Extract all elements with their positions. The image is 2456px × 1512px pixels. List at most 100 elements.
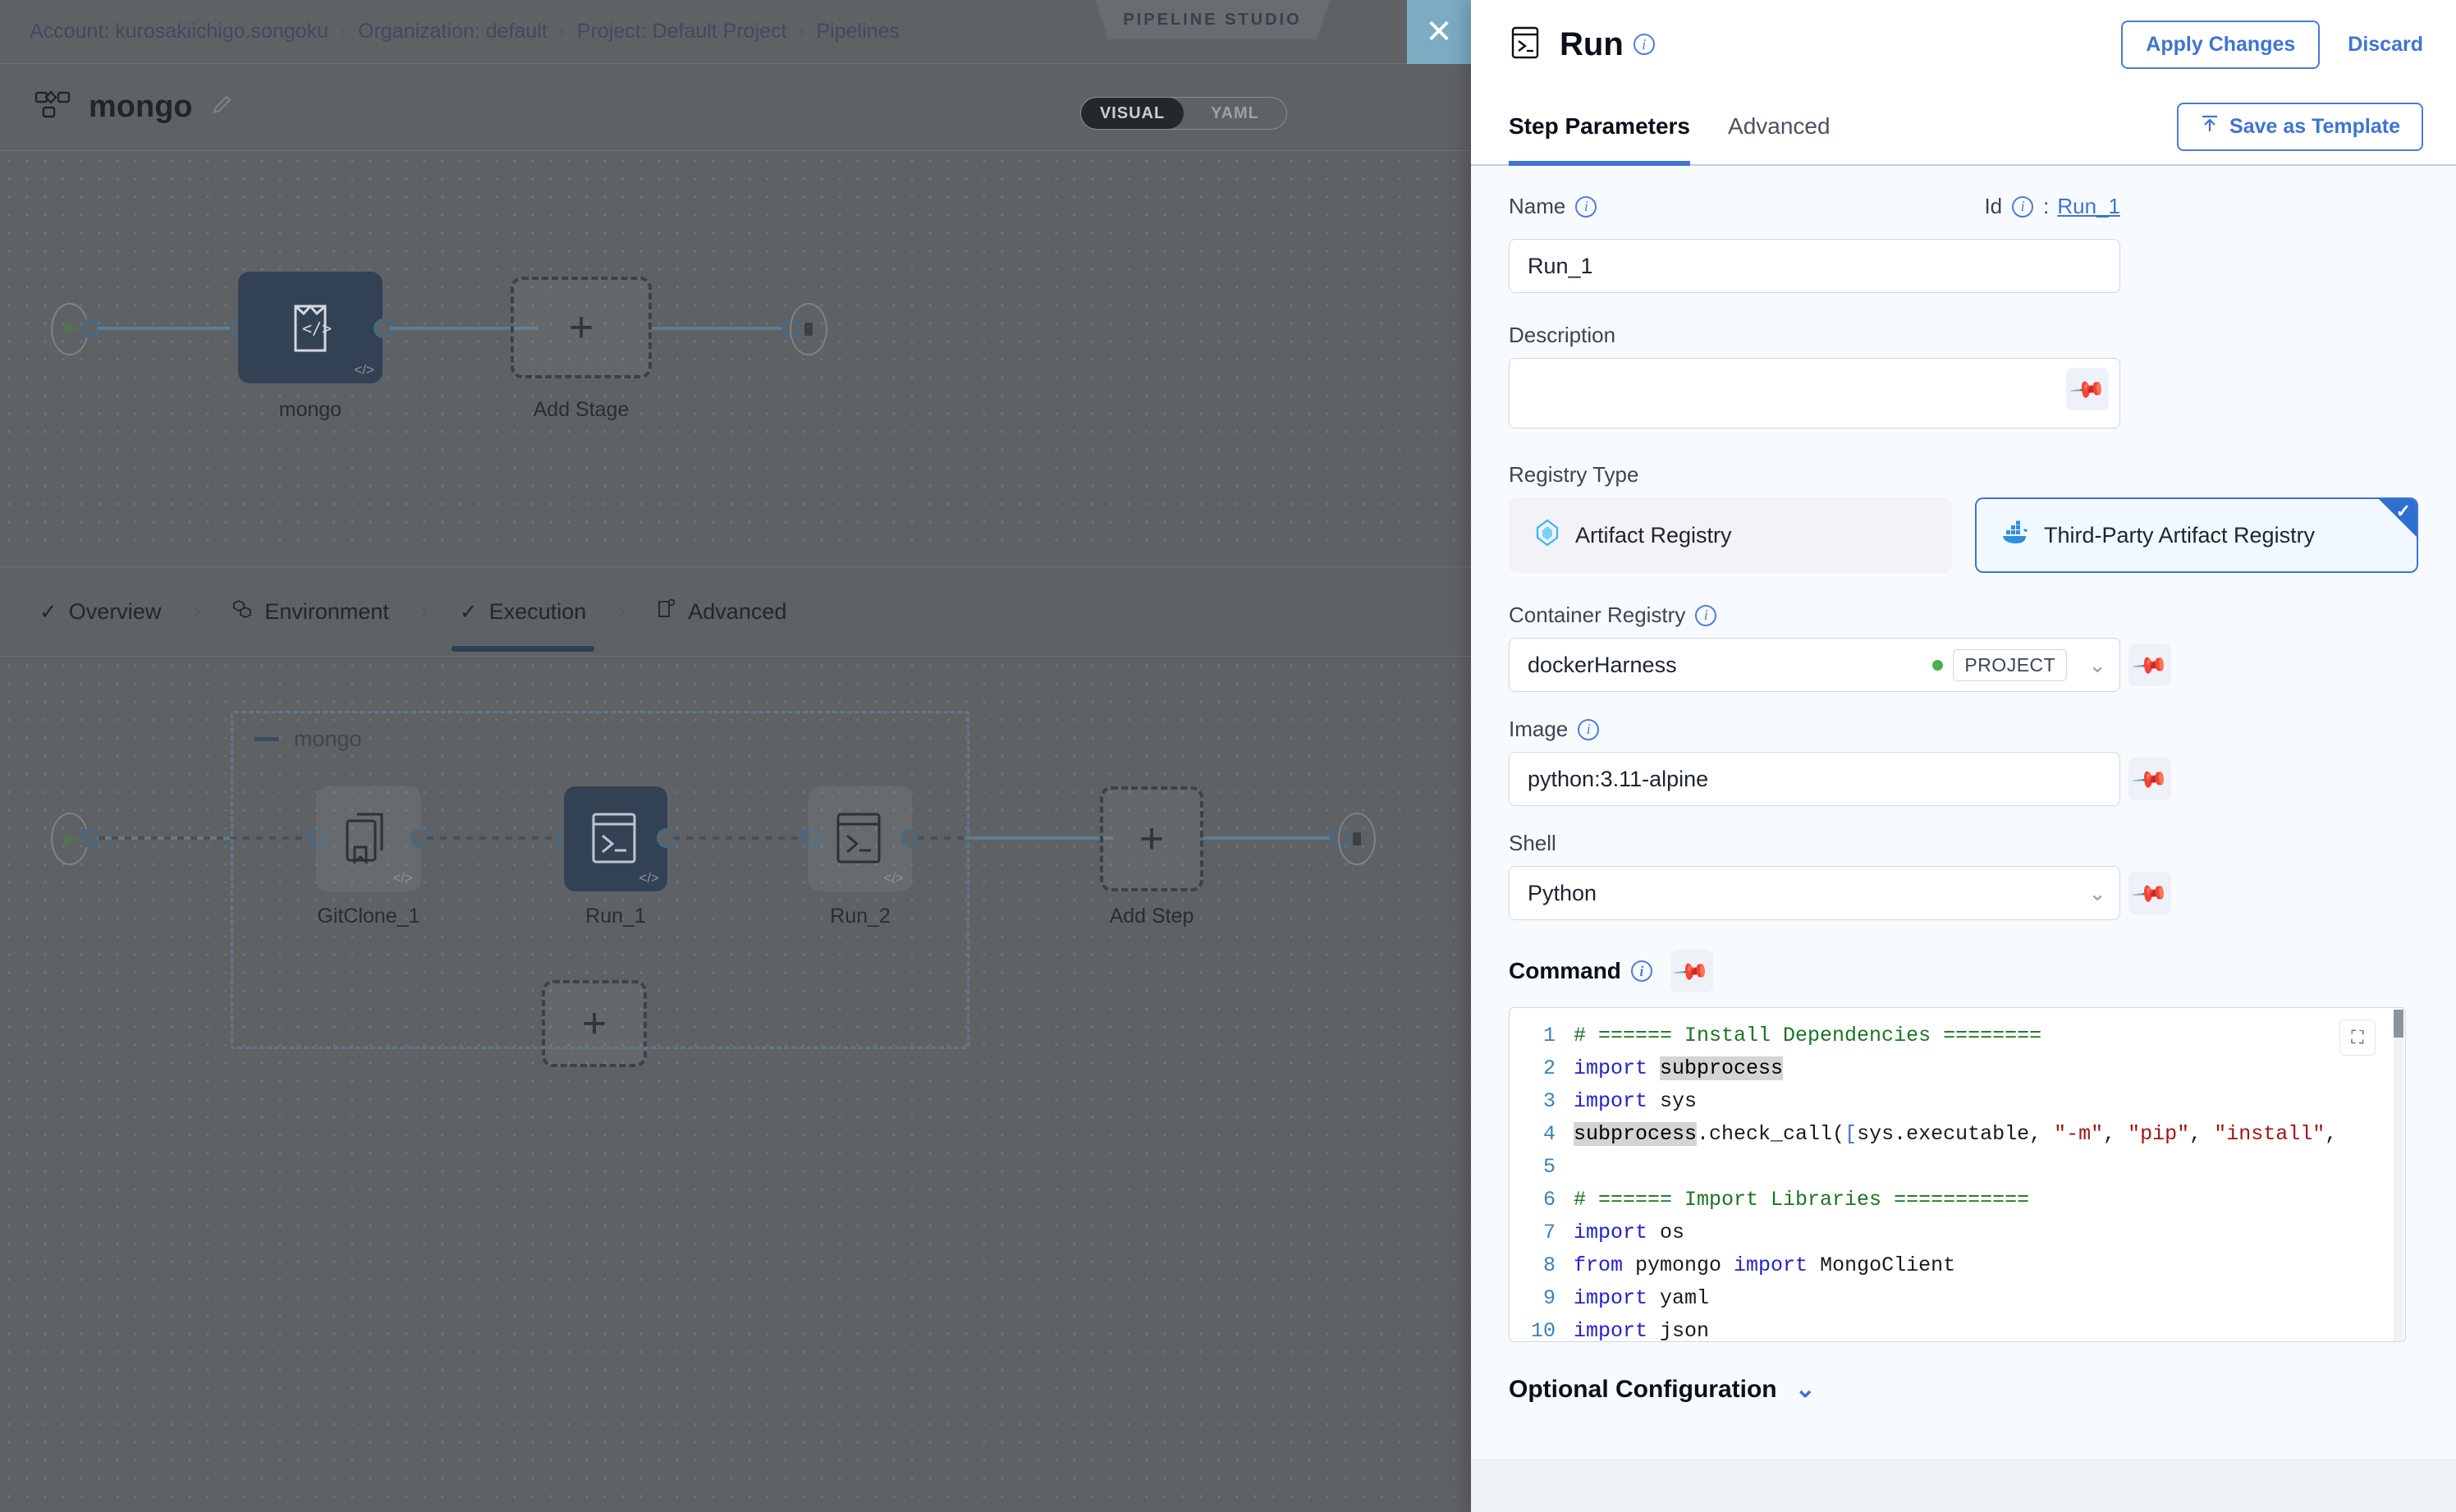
edge-dotted-1 bbox=[99, 836, 309, 840]
discard-button[interactable]: Discard bbox=[2348, 32, 2423, 56]
chevron-right-icon: › bbox=[340, 20, 347, 43]
breadcrumb-account[interactable]: Account: kurosakiichigo.songoku bbox=[30, 20, 329, 43]
breadcrumb-pipelines[interactable]: Pipelines bbox=[816, 20, 900, 43]
add-step-inline-button[interactable]: + bbox=[542, 980, 647, 1067]
step-group-label[interactable]: mongo bbox=[254, 726, 362, 752]
shell-pin-button[interactable]: 📌 bbox=[2128, 872, 2171, 914]
line-number: 10 bbox=[1530, 1319, 1556, 1342]
line-number: 9 bbox=[1542, 1286, 1556, 1310]
image-input[interactable] bbox=[1509, 752, 2120, 806]
command-code-editor[interactable]: 1# ====== Install Dependencies ========2… bbox=[1509, 1007, 2406, 1342]
code-text: subprocess.check_call([sys.executable, "… bbox=[1574, 1122, 2338, 1146]
step-group-box bbox=[231, 711, 969, 1049]
info-icon[interactable]: i bbox=[1575, 195, 1597, 218]
code-line: 4 subprocess.check_call([sys.executable, … bbox=[1510, 1118, 2405, 1151]
edge-group-to-addstep bbox=[965, 836, 1113, 840]
optional-configuration-toggle[interactable]: Optional Configuration ⌄ bbox=[1509, 1375, 2418, 1404]
description-label: Description bbox=[1509, 323, 1616, 347]
container-registry-select[interactable]: dockerHarness PROJECT ⌄ bbox=[1509, 638, 2120, 692]
code-text: import yaml bbox=[1574, 1286, 1710, 1310]
stage-node-mongo[interactable]: </> </> bbox=[238, 272, 383, 383]
tab-overview[interactable]: ✓ Overview bbox=[39, 599, 161, 625]
pin-icon: 📌 bbox=[1672, 951, 1711, 991]
tab-advanced-label: Advanced bbox=[688, 598, 787, 624]
step-node-run2-label: Run_2 bbox=[830, 905, 891, 928]
container-registry-value: dockerHarness bbox=[1528, 652, 1677, 677]
step-node-run2[interactable]: </> bbox=[809, 786, 912, 891]
step-node-run1[interactable]: </> bbox=[564, 786, 667, 891]
collapse-icon[interactable] bbox=[254, 737, 279, 741]
pipeline-end-node bbox=[790, 303, 827, 355]
expand-editor-icon[interactable]: ⛶ bbox=[2339, 1019, 2376, 1056]
add-stage-button[interactable]: + bbox=[511, 277, 652, 378]
stage-code-badge: </> bbox=[354, 362, 374, 378]
name-input[interactable] bbox=[1509, 239, 2120, 293]
registry-option-third-party-label: Third-Party Artifact Registry bbox=[2043, 522, 2316, 548]
edit-pencil-icon[interactable] bbox=[211, 94, 232, 120]
shell-select[interactable]: Python ⌄ bbox=[1509, 866, 2120, 920]
visual-yaml-toggle[interactable]: VISUAL YAML bbox=[1080, 97, 1287, 130]
editor-scrollbar[interactable] bbox=[2394, 1010, 2403, 1341]
description-input[interactable] bbox=[1509, 358, 2120, 428]
line-number: 2 bbox=[1542, 1056, 1556, 1080]
chevron-down-icon[interactable]: ⌄ bbox=[1794, 1376, 1816, 1403]
stage-graph-canvas: </> </> mongo + Add Stage bbox=[0, 152, 1471, 546]
pipeline-graph-icon bbox=[34, 89, 71, 125]
tab-environment[interactable]: Environment bbox=[231, 598, 389, 625]
registry-option-artifact-registry[interactable]: Artifact Registry bbox=[1509, 497, 1952, 573]
container-registry-row: dockerHarness PROJECT ⌄ 📌 bbox=[1509, 638, 2418, 692]
tab-step-parameters[interactable]: Step Parameters bbox=[1509, 88, 1691, 167]
description-pin-button[interactable]: 📌 bbox=[2066, 368, 2109, 410]
tab-yaml[interactable]: YAML bbox=[1211, 103, 1259, 122]
pipeline-studio-badge: PIPELINE STUDIO bbox=[1095, 0, 1330, 39]
step-node-gitclone-label: GitClone_1 bbox=[317, 905, 420, 928]
panel-tabs: Step Parameters Advanced Save as Templat… bbox=[1471, 88, 2456, 167]
apply-changes-button[interactable]: Apply Changes bbox=[2121, 20, 2321, 69]
code-text: from pymongo import MongoClient bbox=[1574, 1253, 1956, 1277]
code-text: import subprocess bbox=[1574, 1056, 1784, 1080]
step-graph-canvas: </> GitClone_1 </> Run_1 </> Run_2 bbox=[0, 657, 1471, 1512]
command-label-row: Command i 📌 bbox=[1509, 950, 2418, 992]
breadcrumb: Account: kurosakiichigo.songoku › Organi… bbox=[0, 0, 1471, 64]
line-number: 6 bbox=[1542, 1188, 1556, 1212]
info-icon[interactable]: i bbox=[1633, 34, 1655, 55]
edge-start-to-mongo bbox=[97, 327, 238, 330]
scope-chip-wrap: PROJECT ⌄ bbox=[1932, 648, 2106, 681]
chevron-down-icon[interactable]: ⌄ bbox=[2088, 880, 2106, 905]
tab-visual[interactable]: VISUAL bbox=[1081, 98, 1184, 129]
container-registry-pin-button[interactable]: 📌 bbox=[2128, 644, 2171, 686]
info-icon[interactable]: i bbox=[1695, 604, 1717, 626]
pin-icon: 📌 bbox=[2130, 759, 2170, 799]
stage-node-mongo-label: mongo bbox=[278, 398, 342, 421]
save-as-template-button[interactable]: Save as Template bbox=[2177, 102, 2423, 151]
chevron-down-icon[interactable]: ⌄ bbox=[2088, 652, 2106, 677]
id-label: Id bbox=[1984, 194, 2003, 218]
info-icon[interactable]: i bbox=[2012, 195, 2034, 218]
line-number: 1 bbox=[1542, 1024, 1556, 1047]
id-value[interactable]: Run_1 bbox=[2057, 194, 2120, 218]
pipeline-title-bar: mongo bbox=[0, 64, 1471, 151]
code-lines: 1# ====== Install Dependencies ========2… bbox=[1510, 1008, 2405, 1342]
info-icon[interactable]: i bbox=[1630, 960, 1652, 982]
tab-execution[interactable]: ✓ Execution bbox=[451, 599, 595, 652]
image-pin-button[interactable]: 📌 bbox=[2128, 758, 2171, 800]
line-number: 4 bbox=[1542, 1122, 1556, 1146]
registry-option-third-party[interactable]: Third-Party Artifact Registry ✓ bbox=[1974, 497, 2418, 573]
step-node-gitclone[interactable]: </> bbox=[316, 786, 421, 891]
tab-advanced[interactable]: Advanced bbox=[657, 598, 786, 625]
breadcrumb-project[interactable]: Project: Default Project bbox=[576, 20, 787, 43]
info-icon[interactable]: i bbox=[1578, 718, 1600, 740]
command-label-wrap: Command i bbox=[1509, 958, 1652, 984]
container-registry-label: Container Registry bbox=[1509, 603, 1686, 627]
add-stage-label: Add Stage bbox=[533, 398, 630, 421]
breadcrumb-organization[interactable]: Organization: default bbox=[358, 20, 548, 43]
registry-type-options: Artifact Registry Third-Party Artifact R… bbox=[1509, 497, 2418, 573]
close-icon[interactable]: ✕ bbox=[1407, 0, 1471, 64]
add-step-button[interactable]: + bbox=[1100, 786, 1203, 891]
stage-config-tabs[interactable]: ✓ Overview › Environment › ✓ Execution ›… bbox=[0, 566, 1471, 657]
run2-in-port bbox=[800, 828, 820, 848]
command-pin-button[interactable]: 📌 bbox=[1670, 950, 1713, 992]
tab-advanced[interactable]: Advanced bbox=[1728, 113, 1831, 139]
